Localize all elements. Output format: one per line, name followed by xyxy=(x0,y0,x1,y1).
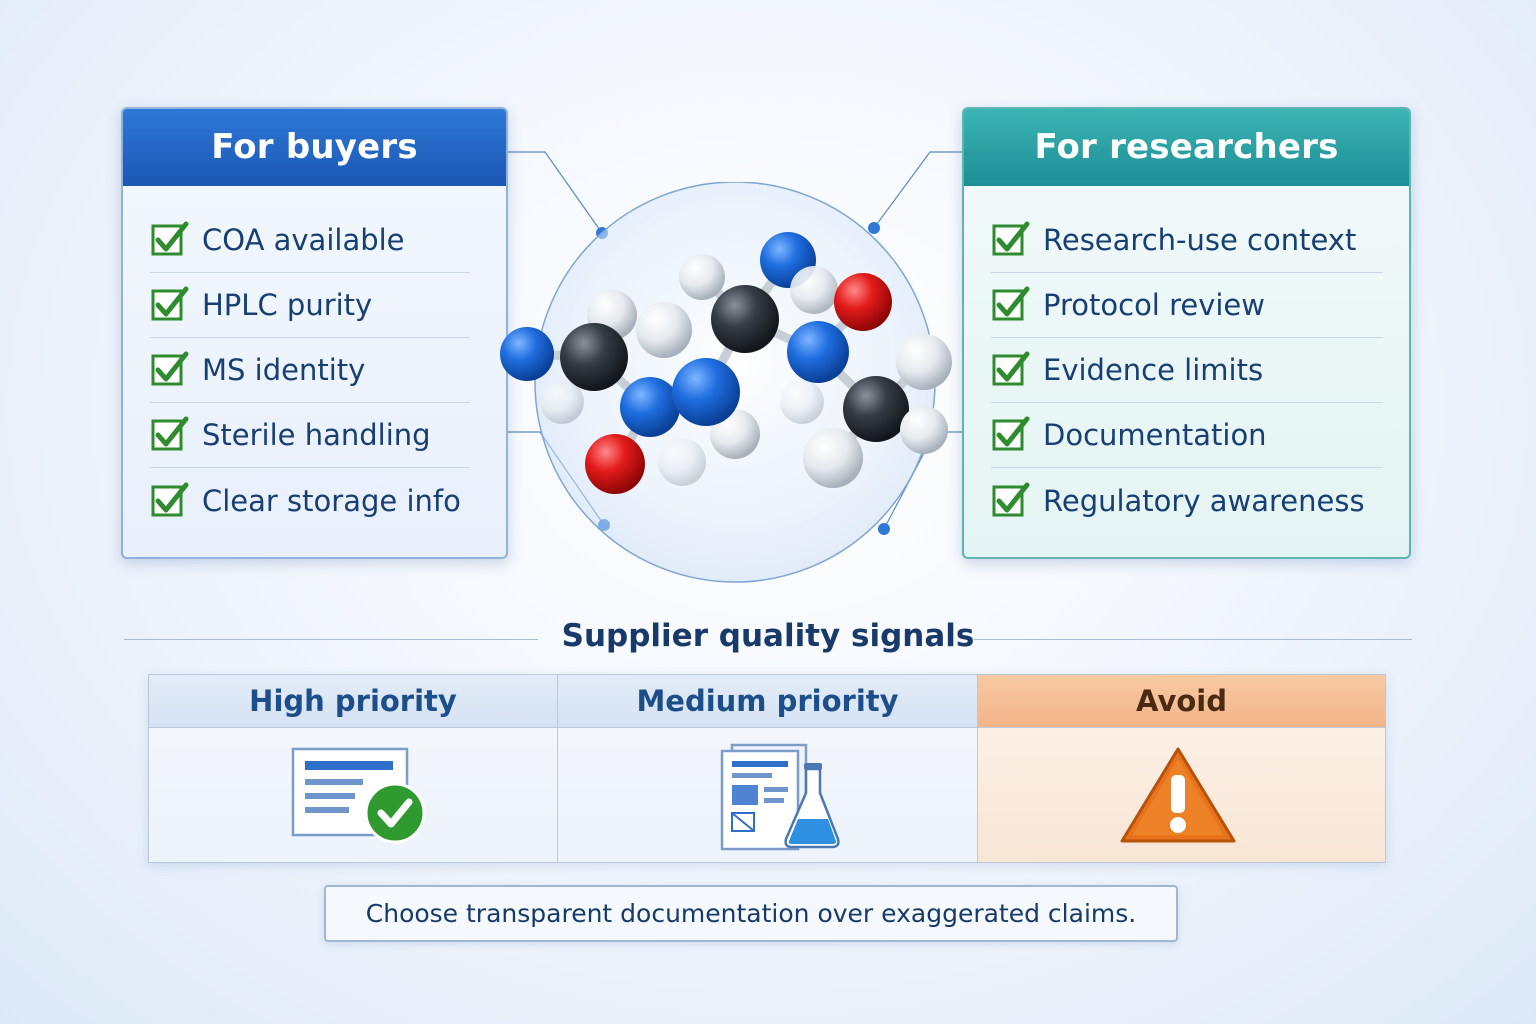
buyers-title: For buyers xyxy=(123,109,506,186)
buyers-checklist: COA available HPLC purity MS identity St… xyxy=(123,208,506,533)
footer-note: Choose transparent documentation over ex… xyxy=(324,885,1178,942)
checkbox-check-icon xyxy=(992,482,1030,516)
list-item: Documentation xyxy=(991,403,1383,468)
high-priority-label: High priority xyxy=(149,675,557,728)
checkbox-check-icon xyxy=(992,416,1030,451)
list-item: COA available xyxy=(150,208,470,273)
avoid-column: Avoid xyxy=(977,675,1385,862)
list-item: Regulatory awareness xyxy=(991,468,1383,533)
item-label: Sterile handling xyxy=(202,418,431,452)
checkbox-check-icon xyxy=(992,286,1030,321)
section-title: Supplier quality signals xyxy=(561,618,975,654)
divider-right xyxy=(974,639,1412,640)
item-label: Regulatory awareness xyxy=(1043,483,1365,518)
medium-priority-column: Medium priority xyxy=(557,675,977,862)
molecule-icon xyxy=(500,181,952,583)
checkbox-check-icon xyxy=(151,286,189,321)
item-label: Protocol review xyxy=(1043,288,1265,322)
checkbox-check-icon xyxy=(992,221,1030,256)
document-check-icon xyxy=(291,747,426,844)
researchers-title: For researchers xyxy=(964,109,1409,186)
item-label: MS identity xyxy=(202,353,366,387)
avoid-label: Avoid xyxy=(978,675,1385,728)
divider-left xyxy=(124,639,538,640)
priority-table: High priority Medium priority xyxy=(148,674,1386,863)
list-item: Evidence limits xyxy=(991,338,1383,403)
list-item: HPLC purity xyxy=(150,273,470,338)
researchers-checklist: Research-use context Protocol review Evi… xyxy=(964,208,1409,533)
item-label: HPLC purity xyxy=(202,288,373,322)
molecule-illustration xyxy=(492,181,962,592)
list-item: Clear storage info xyxy=(150,468,470,533)
list-item: Sterile handling xyxy=(150,403,470,468)
list-item: Protocol review xyxy=(991,273,1383,338)
item-label: Documentation xyxy=(1043,418,1267,452)
researchers-card: For researchers Research-use context Pro… xyxy=(962,107,1411,559)
checkbox-check-icon xyxy=(151,351,189,386)
item-label: Research-use context xyxy=(1043,223,1357,257)
item-label: Evidence limits xyxy=(1043,353,1264,387)
checkbox-check-icon xyxy=(151,221,189,256)
list-item: MS identity xyxy=(150,338,470,403)
list-item: Research-use context xyxy=(991,208,1383,273)
checkbox-check-icon xyxy=(992,351,1030,386)
medium-priority-label: Medium priority xyxy=(558,675,977,728)
checkbox-check-icon xyxy=(151,482,189,516)
report-flask-icon xyxy=(720,743,840,851)
high-priority-column: High priority xyxy=(149,675,557,862)
item-label: Clear storage info xyxy=(202,483,461,518)
item-label: COA available xyxy=(202,223,405,257)
warning-icon xyxy=(1120,747,1236,843)
buyers-card: For buyers COA available HPLC purity MS … xyxy=(121,107,508,559)
checkbox-check-icon xyxy=(151,416,189,451)
